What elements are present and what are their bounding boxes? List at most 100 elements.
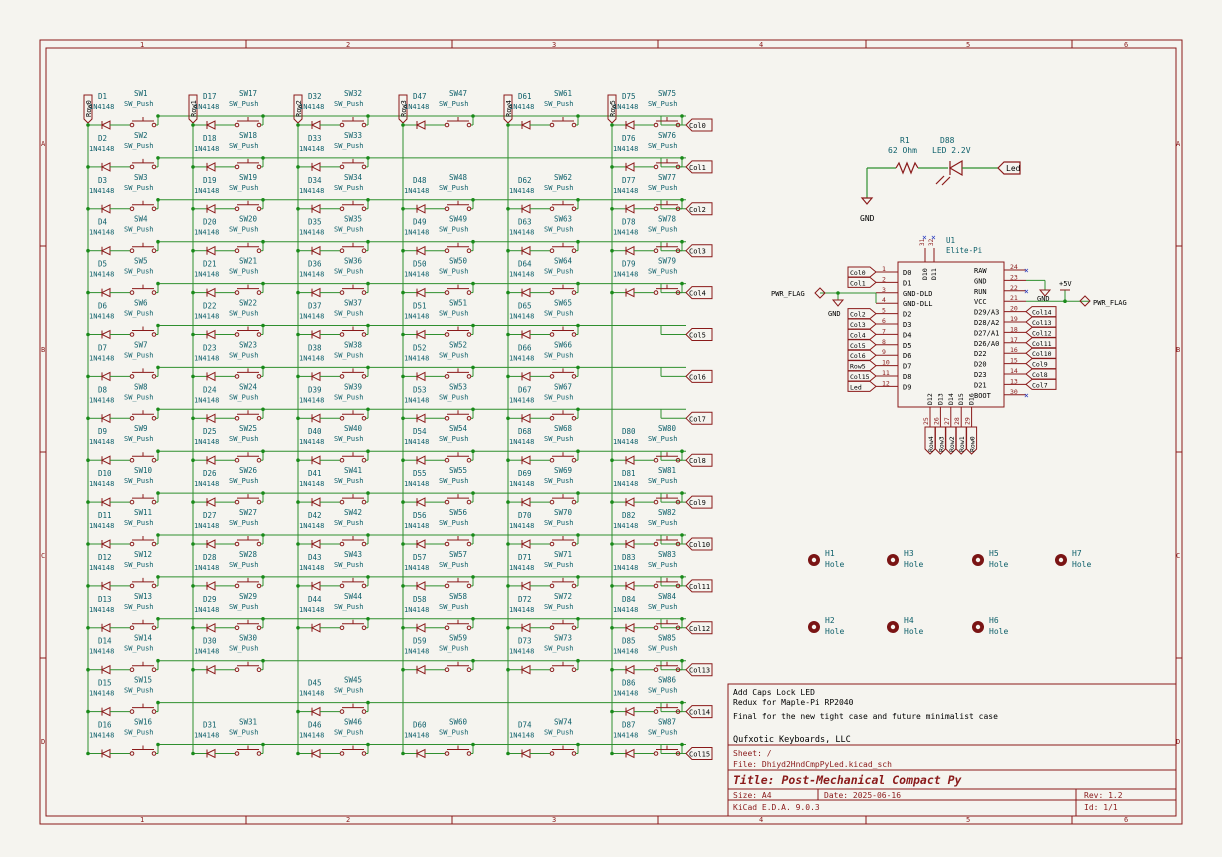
col-net-label-text: Col13 [689, 667, 710, 675]
diode-ref: D53 [413, 385, 427, 394]
junction-dot [86, 123, 90, 127]
switch-value: SW_Push [439, 477, 469, 485]
junction-dot [576, 239, 580, 244]
mcu-left-pin-num: 7 [882, 327, 886, 335]
switch-value: SW_Push [648, 687, 678, 695]
switch-contact [444, 374, 450, 379]
switch-ref: SW23 [239, 340, 257, 349]
diode-ref: D60 [413, 721, 427, 730]
junction-dot [86, 416, 90, 421]
switch-ref: SW44 [344, 592, 363, 601]
gnd-left-label: GND [828, 310, 841, 318]
diode-ref: D32 [308, 92, 322, 101]
mcu-right-pin-num: 17 [1010, 336, 1018, 344]
junction-dot [401, 290, 405, 295]
tb-comment-1: Add Caps Lock LED [733, 688, 815, 697]
junction-dot [261, 617, 265, 621]
junction-dot [296, 500, 300, 504]
switch-contact [653, 248, 659, 253]
diode-ref: D1 [98, 92, 107, 101]
switch-value: SW_Push [544, 645, 574, 653]
switch-contact [549, 457, 555, 463]
junction-dot [296, 165, 300, 169]
switch-contact [256, 332, 262, 337]
gnd-symbol-right [1038, 289, 1052, 297]
mcu-net-label: Col3 [850, 321, 866, 329]
row-net-label: Row4 [503, 94, 513, 124]
switch-contact [361, 164, 367, 170]
junction-dot [191, 458, 195, 463]
switch-value: SW_Push [334, 142, 364, 150]
col-marker-bottom: 3 [552, 816, 556, 824]
junction-dot [156, 281, 160, 286]
diode-value: 1N4148 [404, 271, 429, 279]
diode-value: 1N4148 [194, 606, 219, 614]
mcu-left-pin-name: D1 [903, 279, 911, 287]
col-net-label-text: Col14 [689, 709, 710, 717]
col-net-label-shape [685, 369, 713, 383]
switch-contact [466, 541, 472, 547]
switch-contact [653, 499, 659, 505]
junction-dot [296, 709, 300, 714]
switch-value: SW_Push [229, 268, 259, 276]
junction-dot [86, 542, 90, 546]
mcu-net-label: Led [850, 383, 862, 391]
col-marker-top: 6 [1124, 41, 1128, 49]
switch-ref: SW6 [134, 299, 148, 308]
junction-dot [86, 667, 90, 672]
switch-contact [444, 499, 450, 505]
switch-contact [256, 290, 262, 295]
diode-ref: D55 [413, 469, 427, 478]
mcu-bottom-pin-num: 27 [943, 417, 951, 425]
switch-value: SW_Push [544, 100, 574, 108]
switch-contact [549, 374, 555, 379]
mcu-bottom-pin-name: D15 [957, 393, 965, 405]
mcu-left-pin-num: 5 [882, 307, 886, 315]
junction-dot [156, 533, 160, 537]
junction-dot [296, 332, 300, 337]
switch-value: SW_Push [648, 184, 678, 192]
col-net-label: Col4 [685, 286, 713, 300]
diode-value: 1N4148 [613, 187, 638, 195]
switch-contact [234, 499, 240, 505]
col-net-label-text: Col8 [689, 457, 706, 465]
junction-dot [261, 658, 265, 663]
junction-dot [261, 365, 265, 370]
diode-ref: D84 [622, 595, 636, 604]
no-connect-icon: × [1024, 287, 1029, 296]
diode-ref: D67 [518, 385, 532, 394]
switch-contact [151, 332, 157, 337]
diode-ref: D15 [98, 679, 112, 688]
tb-title: Title: Post-Mechanical Compact Py [733, 773, 963, 787]
switch-ref: SW49 [449, 215, 467, 224]
diode-ref: D49 [413, 218, 427, 227]
switch-contact [339, 122, 345, 128]
junction-dot [471, 449, 475, 454]
junction-dot [576, 281, 580, 286]
row-label-shape [188, 94, 198, 124]
switch-contact [361, 374, 367, 379]
mcu-left-pin-name: D0 [903, 269, 911, 277]
mcu-left-pin-num: 11 [882, 369, 890, 377]
junction-dot [610, 248, 614, 253]
switch-ref: SW17 [239, 89, 257, 98]
pwr-flag-left-label: PWR_FLAG [771, 290, 805, 298]
col-marker-top: 3 [552, 41, 556, 49]
junction-dot [576, 658, 580, 663]
title-block-border [727, 683, 1177, 817]
junction-dot [366, 700, 370, 705]
diode-ref: D50 [413, 260, 427, 269]
diode-value: 1N4148 [404, 438, 429, 446]
switch-contact [675, 667, 681, 673]
